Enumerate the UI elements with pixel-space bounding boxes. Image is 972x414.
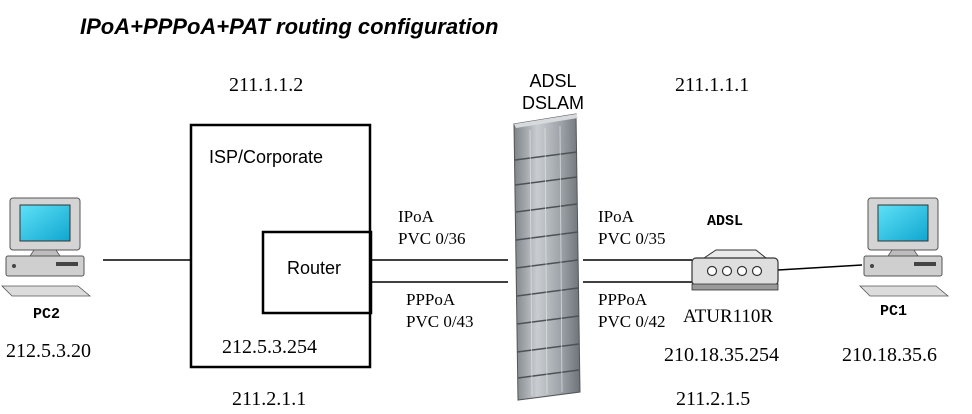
pppoa-right-protocol: PPPoA	[598, 290, 648, 309]
diagram-title: IPoA+PPPoA+PAT routing configuration	[80, 14, 499, 39]
isp-bottom-ip: 211.2.1.1	[232, 388, 307, 410]
pc1-computer-icon	[859, 197, 950, 297]
pppoa-left-pvc: PVC 0/43	[406, 312, 474, 331]
pppoa-left-protocol: PPPoA	[406, 290, 456, 309]
modem-icon	[691, 249, 779, 291]
pppoa-right-pvc: PVC 0/42	[598, 312, 666, 331]
modem-ip: 210.18.35.254	[664, 344, 779, 366]
dslam-top-ip: 211.1.1.1	[675, 74, 750, 96]
modem-name: ATUR110R	[683, 306, 774, 327]
pc1-ip: 210.18.35.6	[842, 344, 937, 366]
ipoa-right-label: IPoA PVC 0/35	[598, 206, 666, 250]
ipoa-left-protocol: IPoA	[398, 207, 434, 226]
dslam-label: ADSL DSLAM	[518, 70, 588, 114]
dslam-label-line2: DSLAM	[521, 93, 584, 113]
dslam-label-line1: ADSL	[529, 71, 577, 91]
dslam-bottom-ip: 211.2.1.5	[676, 388, 751, 410]
pc1-label: PC1	[880, 303, 908, 320]
pc2-computer-icon	[1, 197, 92, 297]
ipoa-right-pvc: PVC 0/35	[598, 229, 666, 248]
ipoa-right-protocol: IPoA	[598, 207, 634, 226]
isp-inner-ip: 212.5.3.254	[222, 336, 317, 358]
pc1-link-line	[777, 264, 863, 271]
ipoa-left-label: IPoA PVC 0/36	[398, 206, 466, 250]
router-box	[261, 230, 373, 315]
ipoa-left-pvc: PVC 0/36	[398, 229, 466, 248]
pppoa-right-label: PPPoA PVC 0/42	[598, 289, 666, 333]
router-label: Router	[287, 258, 342, 278]
modem-top-label: ADSL	[707, 213, 744, 230]
dslam-icon	[513, 113, 581, 401]
pc2-label: PC2	[33, 306, 61, 323]
pppoa-left-label: PPPoA PVC 0/43	[406, 289, 474, 333]
pc2-ip: 212.5.3.20	[6, 340, 91, 362]
isp-corporate-label: ISP/Corporate	[209, 147, 324, 167]
isp-top-ip: 211.1.1.2	[229, 74, 304, 96]
